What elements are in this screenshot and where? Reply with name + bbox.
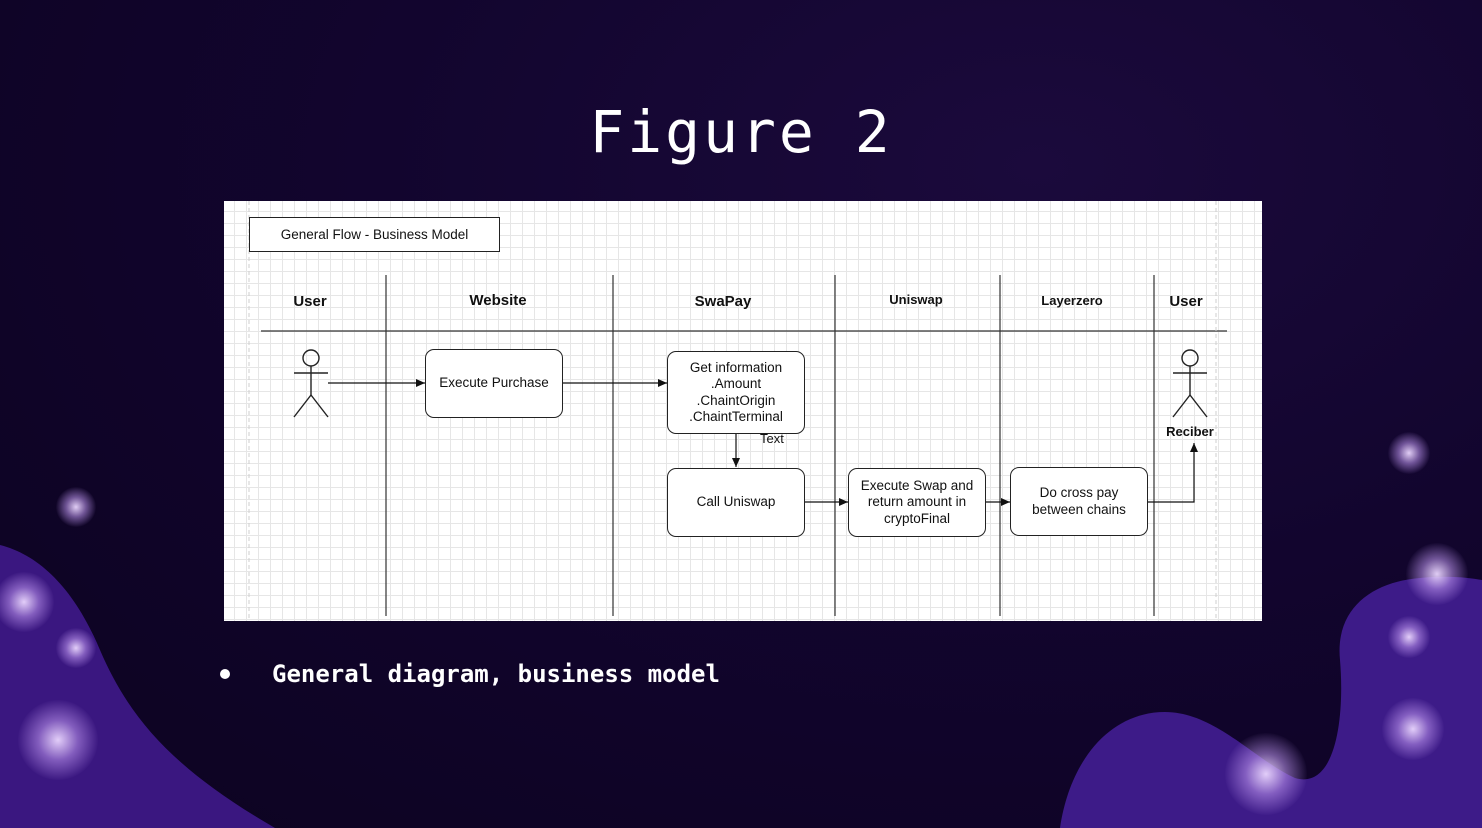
edge-label-text: Text [760, 431, 784, 446]
box-label-line: cryptoFinal [883, 510, 950, 526]
lane-header-layerzero: Layerzero [1041, 293, 1103, 308]
flow-diagram: General Flow - Business Model User Websi… [224, 201, 1262, 621]
glow-orb [1382, 698, 1444, 760]
glow-orb [1388, 432, 1430, 474]
lane-header-website: Website [469, 292, 527, 309]
box-label: Call Uniswap [696, 494, 776, 510]
bullet-item: General diagram, business model [220, 660, 720, 688]
bullet-icon [220, 669, 230, 679]
call-uniswap-box: Call Uniswap [667, 468, 805, 537]
glow-orb [18, 700, 98, 780]
glow-orb [1225, 733, 1307, 815]
cross-pay-box: Do cross pay between chains [1010, 467, 1148, 536]
box-label-line: .ChaintOrigin [696, 392, 776, 408]
glow-orb [1406, 543, 1468, 605]
lane-header-user: User [293, 293, 327, 310]
box-label-line: return amount in [867, 494, 967, 510]
execute-purchase-box: Execute Purchase [425, 349, 563, 418]
user-actor-icon [293, 349, 329, 418]
box-label-line: between chains [1032, 501, 1126, 517]
get-information-box: Get information .Amount .ChaintOrigin .C… [667, 351, 805, 434]
execute-swap-box: Execute Swap and return amount in crypto… [848, 468, 986, 537]
diagram-lines [248, 201, 1227, 621]
lane-header-uniswap: Uniswap [889, 292, 943, 307]
box-label-line: Get information [689, 359, 783, 375]
lane-header-user-receiver: User [1169, 293, 1203, 310]
bullet-text: General diagram, business model [272, 660, 720, 688]
arrow-crosspay-to-receiver [1148, 443, 1198, 503]
box-label-line: .ChaintTerminal [689, 409, 783, 424]
box-label-line: Do cross pay [1039, 485, 1119, 500]
diagram-title: General Flow - Business Model [249, 217, 500, 252]
receiver-label: Reciber [1166, 424, 1214, 439]
box-label: Execute Purchase [439, 375, 549, 391]
glow-orb [1388, 616, 1430, 658]
box-label-line: .Amount [710, 376, 762, 391]
glow-orb [56, 628, 96, 668]
glow-orb [56, 487, 96, 527]
lane-header-swapay: SwaPay [694, 293, 752, 310]
receiver-actor-icon [1172, 349, 1208, 418]
slide-title: Figure 2 [589, 98, 893, 166]
box-label-line: Execute Swap and [860, 477, 974, 493]
glow-orb [0, 572, 54, 632]
